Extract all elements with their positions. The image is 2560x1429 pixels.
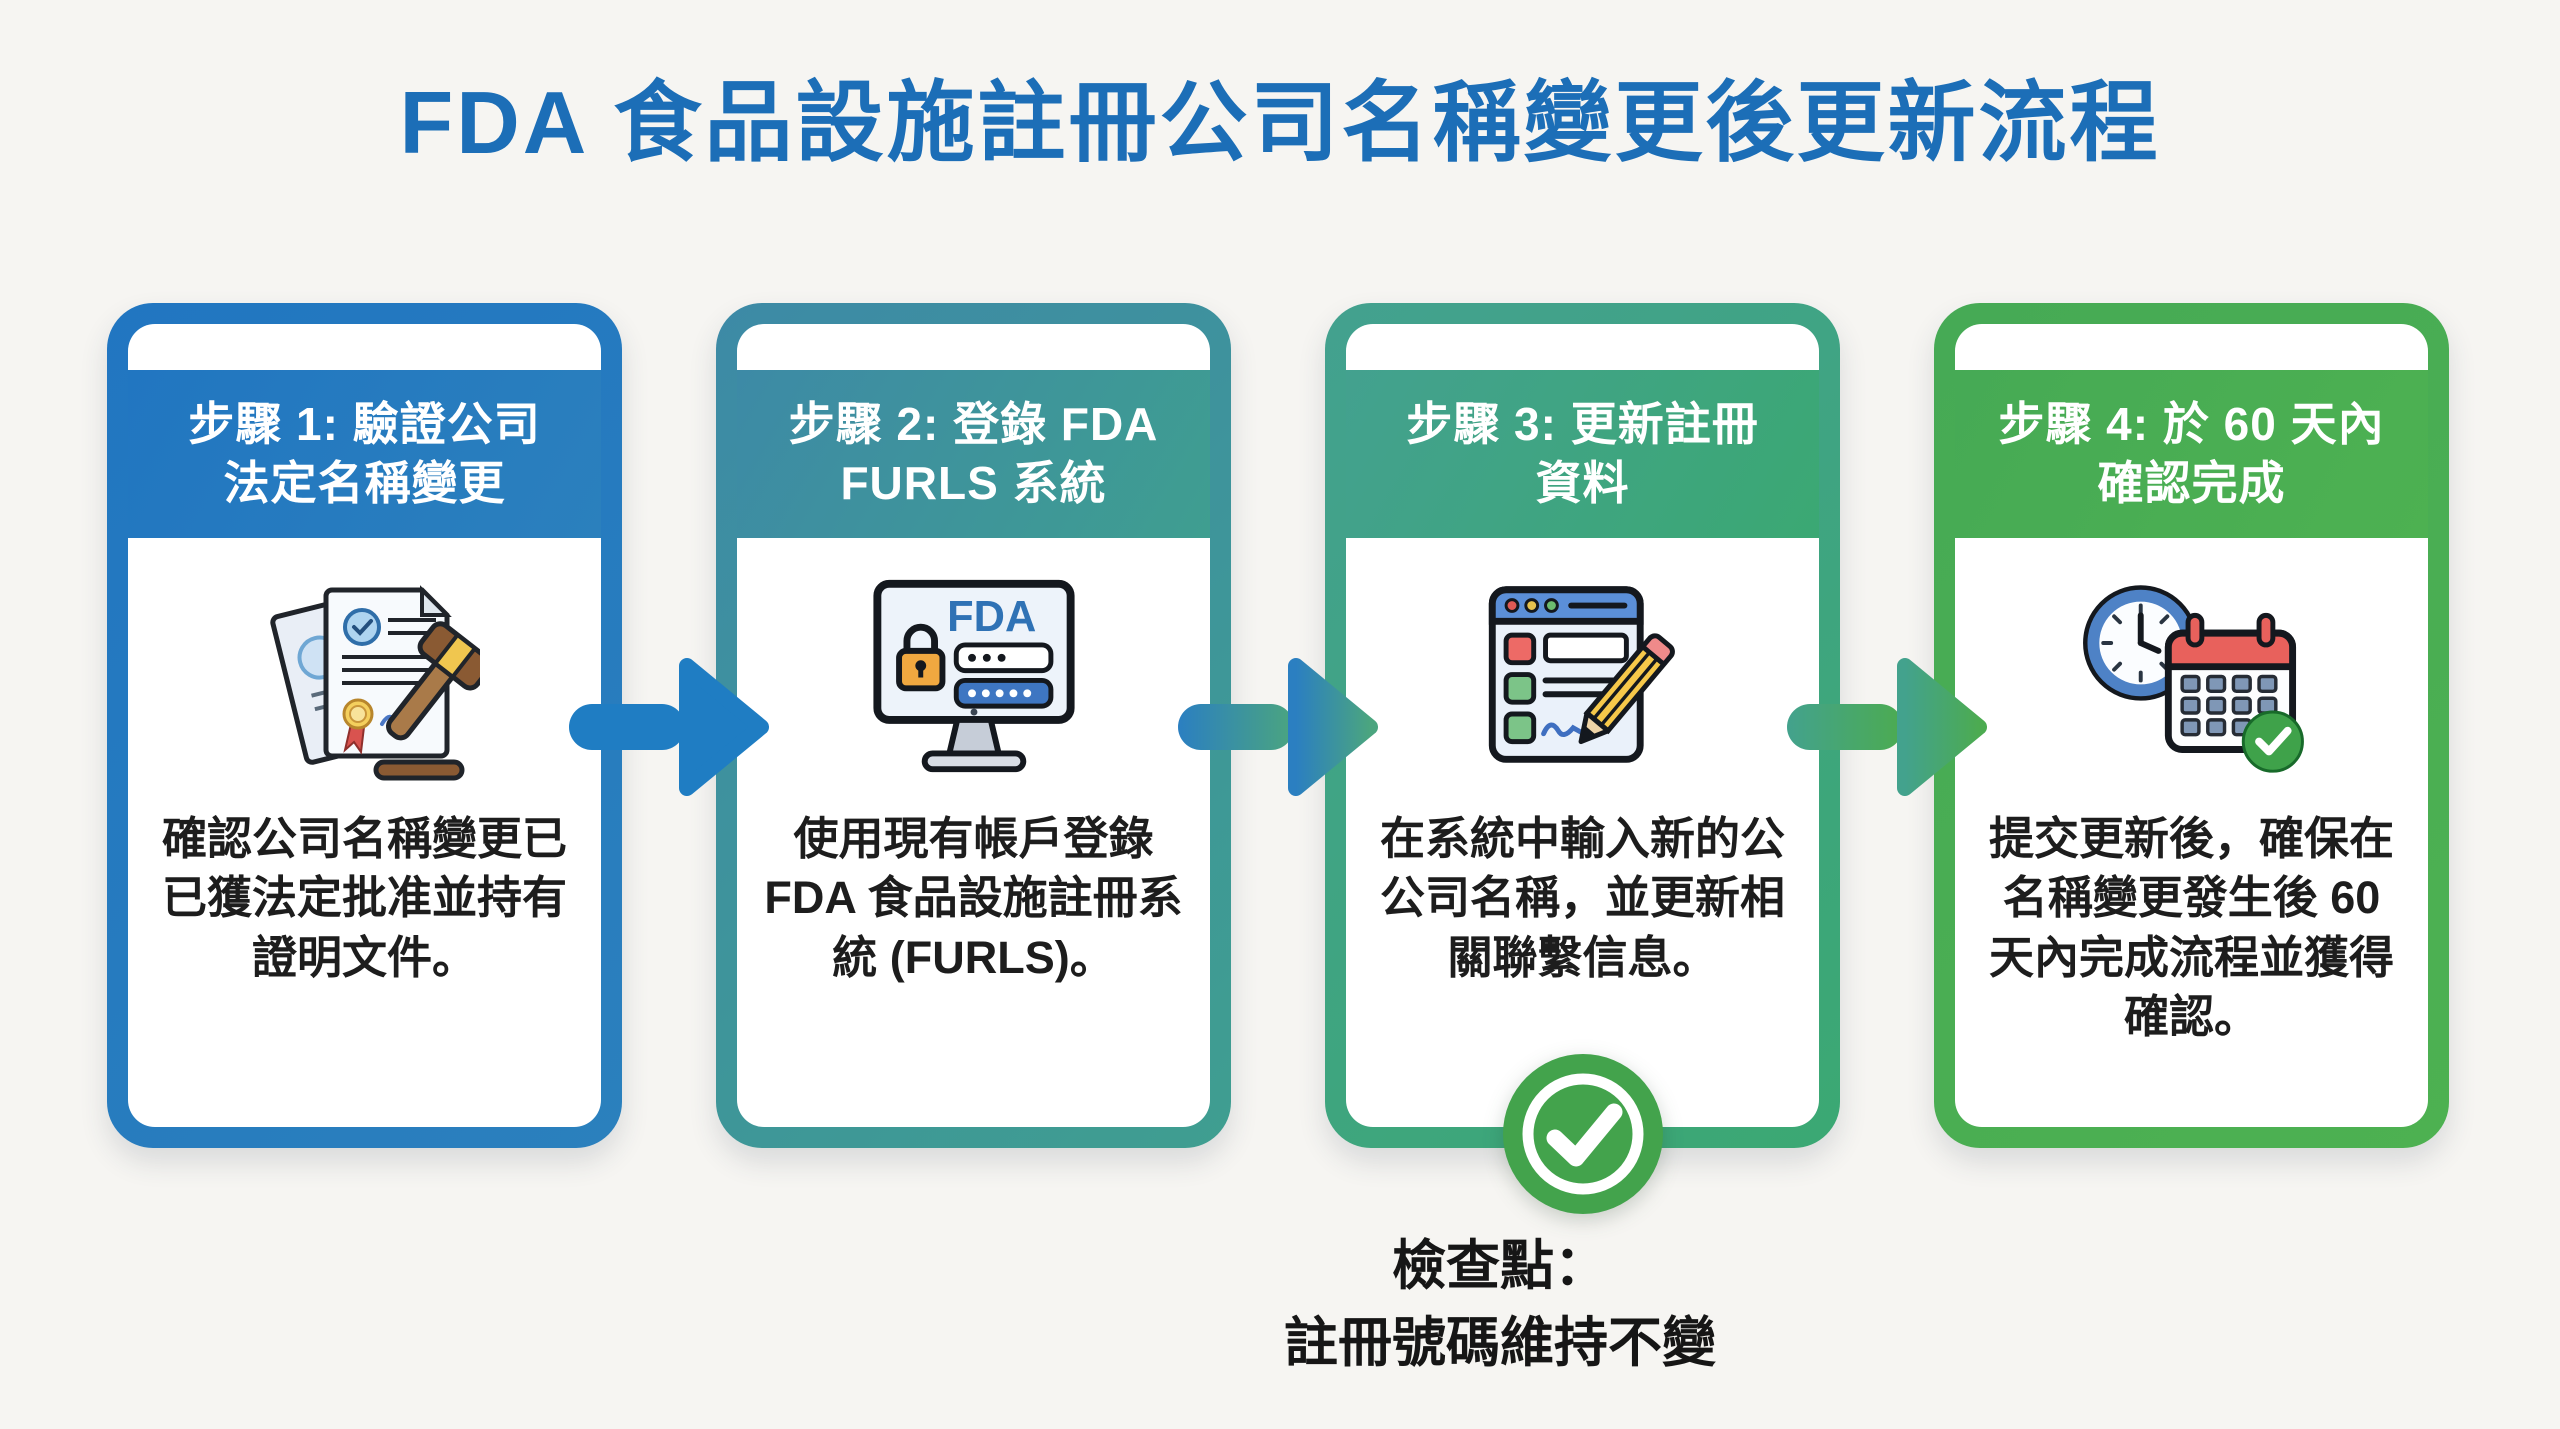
step-1-title: 步驟 1: 驗證公司 法定名稱變更: [188, 398, 541, 509]
step-3-header-band: 步驟 3: 更新註冊 資料: [1346, 370, 1819, 538]
certificate-gavel-icon: [269, 584, 480, 780]
step-4-header-band: 步驟 4: 於 60 天內 確認完成: [1955, 370, 2428, 538]
step-1-header-band: 步驟 1: 驗證公司 法定名稱變更: [128, 370, 601, 538]
page-title: FDA 食品設施註冊公司名稱變更後更新流程: [399, 73, 2161, 172]
fda-logo-text: FDA: [947, 593, 1036, 641]
step-4-title: 步驟 4: 於 60 天內 確認完成: [1998, 398, 2385, 509]
checkpoint-check-icon: [1502, 1054, 1663, 1214]
checkpoint-label: 檢查點： 註冊號碼維持不變: [1284, 1236, 1716, 1373]
step-2-title: 步驟 2: 登錄 FDA FURLS 系統: [788, 398, 1159, 509]
step-2-description: 使用現有帳戶登錄 FDA 食品設施註冊系 統 (FURLS)。: [764, 813, 1183, 983]
form-edit-pencil-icon: [1488, 585, 1675, 763]
clock-calendar-icon: [2082, 584, 2304, 773]
fda-login-monitor-icon: FDA: [872, 579, 1075, 772]
step-3-description: 在系統中輸入新的公 公司名稱，並更新相 關聯繫信息。: [1379, 813, 1785, 983]
step-card-4: 步驟 4: 於 60 天內 確認完成: [1934, 303, 2449, 1148]
arrow-right-icon: [1178, 658, 1378, 796]
arrow-right-icon: [1787, 658, 1987, 796]
step-card-2: 步驟 2: 登錄 FDA FURLS 系統 FDA: [716, 303, 1231, 1148]
steps-row: 步驟 1: 驗證公司 法定名稱變更: [107, 303, 2449, 1214]
step-1-description: 確認公司名稱變更已 已獲法定批准並持有 證明文件。: [161, 813, 567, 983]
step-4-description: 提交更新後，確保在 名稱變更發生後 60 天內完成流程並獲得 確認。: [1988, 813, 2394, 1043]
step-3-title: 步驟 3: 更新註冊 資料: [1406, 398, 1759, 509]
step-card-1: 步驟 1: 驗證公司 法定名稱變更: [107, 303, 622, 1148]
step-card-3: 步驟 3: 更新註冊 資料: [1325, 303, 1840, 1214]
arrow-right-icon: [569, 658, 769, 796]
step-2-header-band: 步驟 2: 登錄 FDA FURLS 系統: [737, 370, 1210, 538]
